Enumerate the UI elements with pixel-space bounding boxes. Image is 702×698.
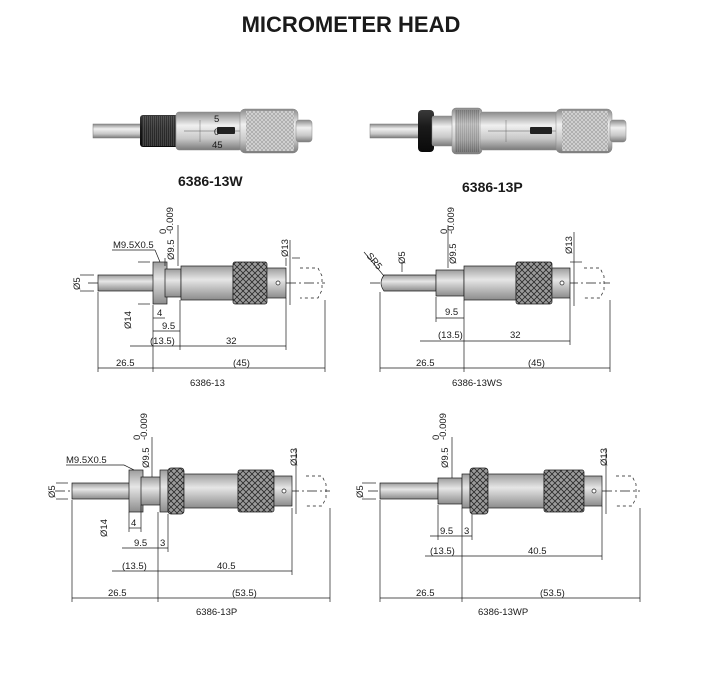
dim-6386-13ws-spindle: Ø5 — [397, 251, 408, 264]
dim-6386-13wp-d95: 9.5 — [440, 526, 453, 537]
dim-6386-13ws-d45: (45) — [528, 358, 545, 369]
dim-6386-13p-fit: Ø9.5 — [141, 447, 152, 468]
dim-6386-13ws-tol-upper: 0 — [439, 229, 450, 234]
dim-6386-13-thimble: Ø13 — [280, 239, 291, 257]
dim-6386-13ws-thimble: Ø13 — [564, 236, 575, 254]
dim-6386-13wp-fit: Ø9.5 — [440, 447, 451, 468]
drawing-6386-13ws — [363, 225, 611, 372]
caption-6386-13ws: 6386-13WS — [452, 378, 502, 389]
barrel-mark-top: 5 — [214, 114, 219, 125]
barrel-mark-bottom: 45 — [212, 140, 223, 151]
dim-6386-13wp-d3: 3 — [464, 526, 469, 537]
caption-6386-13wp: 6386-13WP — [478, 607, 528, 618]
dim-6386-13-flange: Ø14 — [123, 311, 134, 329]
dim-6386-13p-d4: 4 — [131, 518, 136, 529]
dim-6386-13-d95: 9.5 — [162, 321, 175, 332]
dim-6386-13wp-d265: 26.5 — [416, 588, 435, 599]
dim-6386-13-d4: 4 — [157, 308, 162, 319]
dim-6386-13ws-tip: SR5 — [364, 251, 384, 272]
dim-6386-13p-d3: 3 — [160, 538, 165, 549]
dim-6386-13ws-d135: (13.5) — [438, 330, 463, 341]
dim-6386-13p-d265: 26.5 — [108, 588, 127, 599]
drawing-6386-13p — [55, 437, 331, 602]
dim-6386-13wp-d135: (13.5) — [430, 546, 455, 557]
photo-label-6386-13w: 6386-13W — [178, 173, 243, 189]
dim-6386-13p-spindle: Ø5 — [47, 485, 58, 498]
drawing-6386-13 — [80, 225, 326, 372]
dim-6386-13-tol-lower: -0.009 — [165, 207, 176, 234]
dim-6386-13p-d535: (53.5) — [232, 588, 257, 599]
dim-6386-13wp-d405: 40.5 — [528, 546, 547, 557]
dim-6386-13wp-tol-lower: -0.009 — [438, 413, 449, 440]
dim-6386-13p-thimble: Ø13 — [289, 448, 300, 466]
dim-6386-13-d32: 32 — [226, 336, 237, 347]
dim-6386-13p-d135: (13.5) — [122, 561, 147, 572]
dim-6386-13ws-d32: 32 — [510, 330, 521, 341]
dim-6386-13ws-d265: 26.5 — [416, 358, 435, 369]
photo-6386-13p — [369, 107, 627, 155]
dim-6386-13-spindle: Ø5 — [72, 277, 83, 290]
caption-6386-13p: 6386-13P — [196, 607, 237, 618]
dim-6386-13p-d405: 40.5 — [217, 561, 236, 572]
dim-6386-13p-flange: Ø14 — [99, 519, 110, 537]
dim-6386-13p-thread: M9.5X0.5 — [66, 455, 107, 466]
drawing-6386-13wp — [362, 437, 641, 602]
dim-6386-13ws-tol-lower: -0.009 — [446, 207, 457, 234]
photo-label-6386-13p: 6386-13P — [462, 179, 523, 195]
dim-6386-13-thread: M9.5X0.5 — [113, 240, 154, 251]
dim-6386-13ws-fit: Ø9.5 — [448, 243, 459, 264]
caption-6386-13: 6386-13 — [190, 378, 225, 389]
page-title: MICROMETER HEAD — [241, 12, 461, 37]
dim-6386-13wp-spindle: Ø5 — [355, 485, 366, 498]
dim-6386-13p-tol-lower: -0.009 — [139, 413, 150, 440]
dim-6386-13-d265: 26.5 — [116, 358, 135, 369]
dim-6386-13wp-d535: (53.5) — [540, 588, 565, 599]
dim-6386-13p-tol-upper: 0 — [132, 435, 143, 440]
dim-6386-13p-d95: 9.5 — [134, 538, 147, 549]
dim-6386-13-tol-upper: 0 — [158, 229, 169, 234]
dim-6386-13wp-tol-upper: 0 — [431, 435, 442, 440]
barrel-mark-mid: 0 — [214, 127, 219, 138]
dim-6386-13wp-thimble: Ø13 — [599, 448, 610, 466]
dim-6386-13ws-d95: 9.5 — [445, 307, 458, 318]
dim-6386-13-fit: Ø9.5 — [166, 239, 177, 260]
dim-6386-13-d135: (13.5) — [150, 336, 175, 347]
dim-6386-13-d45: (45) — [233, 358, 250, 369]
photo-6386-13w: 5 0 45 — [92, 108, 313, 154]
